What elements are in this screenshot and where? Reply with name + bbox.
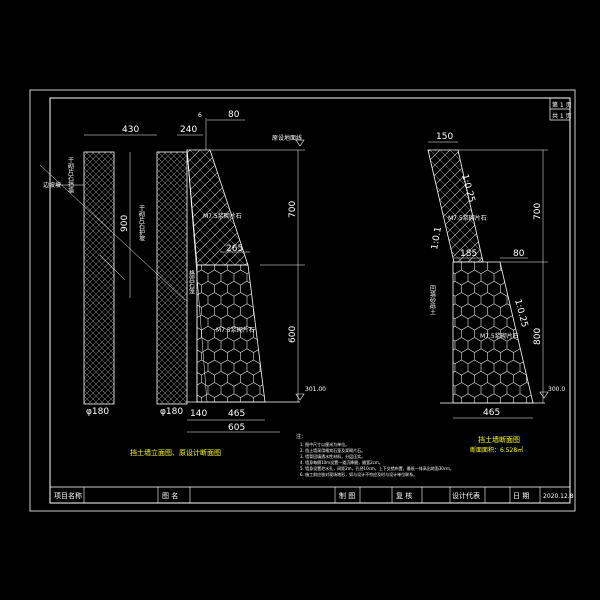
date-value: 2020.12.8 [543, 493, 574, 500]
level-right-label: 300.0 [548, 386, 565, 393]
label-right-left: 回填砂砾土 [429, 285, 436, 315]
left-elevation: 430 240 6 80 900 700 600 265 140 465 605… [39, 110, 326, 457]
dim-430: 430 [122, 125, 139, 135]
second-column [156, 151, 188, 405]
dim-80-left: 80 [228, 110, 240, 120]
left-column [83, 151, 115, 405]
dim-265: 265 [226, 244, 243, 254]
review-label: 复 核 [396, 491, 412, 500]
note-line-4: 4. 墙身每隔10m设置一道沉降缝，缝宽2cm。 [300, 459, 383, 465]
dim-140: 140 [190, 409, 207, 419]
left-title: 挡土墙立面图、原设计断面图 [130, 448, 221, 457]
dim-150: 150 [436, 132, 453, 142]
level-top-label: 原设地面线 [272, 134, 302, 142]
date-label: 日 期 [513, 492, 529, 500]
right-section: 150 700 800 185 80 465 1:0.25 1:0.1 1:0.… [427, 132, 565, 454]
label-upper-fill: M7.5浆砌片石 [203, 212, 242, 220]
dim-phi180-a: φ180 [86, 407, 109, 417]
draw-label: 制 图 [339, 491, 355, 500]
level-bottom-label: 301.00 [305, 386, 326, 393]
note-line-5: 5. 墙身设置泄水孔，间距2m，孔径10cm，上下交错布置，最低一排高出地面30… [300, 465, 454, 471]
right-subtitle: 断面面积：6.528㎡ [470, 446, 523, 454]
level-marker-top [295, 139, 305, 147]
notes: 注： 1. 图中尺寸以厘米为单位。 2. 挡土墙采用格宾石笼及浆砌片石。 3. … [296, 433, 454, 477]
dim-phi180-b: φ180 [160, 407, 183, 417]
label-vert: 格宾石笼 [188, 269, 195, 295]
label-right-upper: M7.5浆砌片石 [448, 214, 487, 222]
dim-465-left: 465 [228, 409, 245, 419]
label-kanshi: 干砌片石挡墙 [67, 157, 74, 194]
dim-700-right: 700 [533, 203, 543, 220]
label-pianshi: 干砌片石护坡 [138, 205, 145, 242]
dim-605: 605 [228, 423, 245, 433]
note-line-1: 1. 图中尺寸以厘米为单位。 [300, 441, 349, 447]
page-number: 第 1 页 [552, 101, 572, 109]
level-marker-bottom [295, 393, 305, 401]
dim-185: 185 [460, 249, 477, 259]
note-line-2: 2. 挡土墙采用格宾石笼及浆砌片石。 [300, 447, 365, 453]
label-right-lower: M7.5浆砌片石 [480, 332, 519, 340]
dim-240: 240 [180, 125, 197, 135]
dim-600-left: 600 [288, 326, 298, 343]
drawing-name-label: 图 名 [162, 491, 178, 500]
note-line-3: 3. 墙背回填透水性材料，分层压实。 [300, 453, 365, 459]
right-title: 挡土墙断面图 [478, 435, 520, 444]
dim-top-small: 6 [198, 112, 202, 119]
slope-left: 1:0.1 [430, 226, 444, 250]
dim-465-right: 465 [483, 408, 500, 418]
project-name-label: 项目名称 [54, 491, 82, 500]
page-total: 共 1 页 [552, 112, 572, 120]
dim-80-right: 80 [513, 249, 525, 259]
title-block: 项目名称 图 名 制 图 复 核 设计代表 日 期 2020.12.8 [49, 486, 574, 504]
dim-900: 900 [120, 215, 130, 232]
outer-frame [29, 89, 576, 512]
notes-heading: 注： [296, 433, 306, 440]
label-lower-fill: M7.5浆砌片石 [216, 326, 255, 334]
note-line-6: 6. 施工前应核对现场地形，如与设计不符应及时与设计单位联系。 [300, 471, 417, 477]
dim-800: 800 [533, 328, 543, 345]
label-bianpo: 边坡坡 [43, 181, 61, 189]
page-box: 第 1 页 共 1 页 [549, 97, 572, 121]
designer-label: 设计代表 [452, 491, 480, 500]
level-marker-right [539, 391, 549, 399]
dim-700-left: 700 [288, 201, 298, 218]
